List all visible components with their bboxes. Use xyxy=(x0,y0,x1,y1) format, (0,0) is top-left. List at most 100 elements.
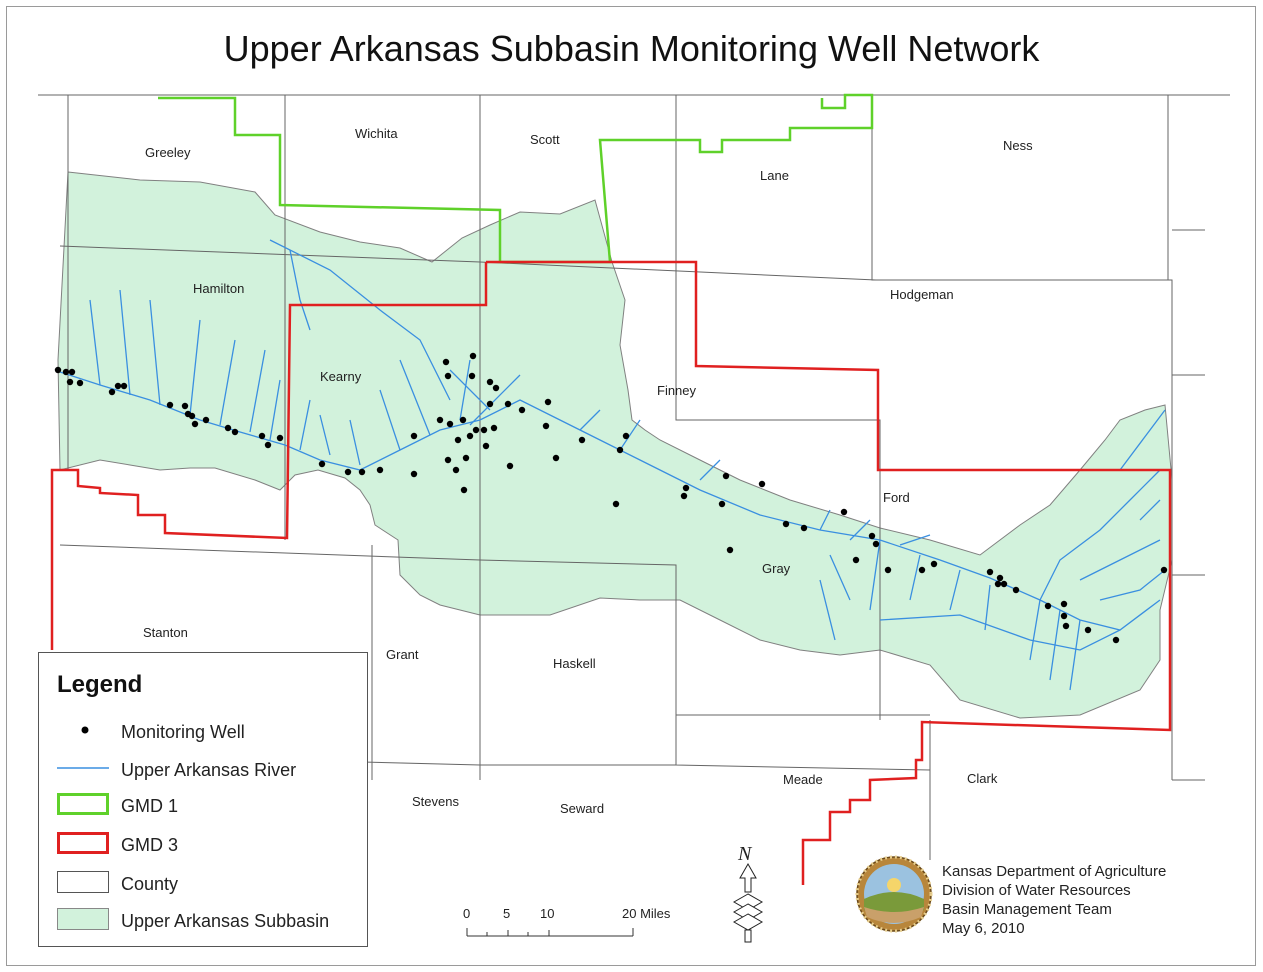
monitoring-well-marker xyxy=(1062,622,1070,630)
legend-row-gmd3: GMD 3 xyxy=(39,832,369,858)
monitoring-well-marker xyxy=(442,358,450,366)
county-label-hodgeman: Hodgeman xyxy=(890,287,954,302)
map-title: Upper Arkansas Subbasin Monitoring Well … xyxy=(223,28,1040,69)
monitoring-well-marker xyxy=(120,382,128,390)
north-label: N xyxy=(737,843,753,865)
credits-block: Kansas Department of Agriculture Divisio… xyxy=(942,862,1166,938)
gmd3-boundary xyxy=(50,260,1172,885)
monitoring-well-marker xyxy=(872,540,880,548)
monitoring-well-marker xyxy=(224,424,232,432)
monitoring-well-marker xyxy=(518,406,526,414)
monitoring-well-marker xyxy=(1084,626,1092,634)
monitoring-well-marker xyxy=(358,468,366,476)
monitoring-well-marker xyxy=(318,460,326,468)
monitoring-well-marker xyxy=(166,401,174,409)
monitoring-well-marker xyxy=(868,532,876,540)
legend-label-county: County xyxy=(121,874,179,894)
county-swatch-icon xyxy=(57,871,109,893)
monitoring-well-marker xyxy=(852,556,860,564)
monitoring-well-marker xyxy=(994,580,1002,588)
county-label-seward: Seward xyxy=(560,801,604,816)
monitoring-well-marker xyxy=(376,466,384,474)
monitoring-well-marker xyxy=(460,486,468,494)
monitoring-well-marker xyxy=(782,520,790,528)
legend-title: Legend xyxy=(57,671,143,698)
scale-tick-0: 0 xyxy=(463,906,470,921)
monitoring-well-marker xyxy=(622,432,630,440)
monitoring-well-marker xyxy=(410,470,418,478)
kda-seal-icon xyxy=(855,855,933,933)
monitoring-well-marker xyxy=(682,484,690,492)
county-label-greeley: Greeley xyxy=(145,145,191,160)
county-label-wichita: Wichita xyxy=(355,126,398,141)
county-label-lane: Lane xyxy=(760,168,789,183)
monitoring-well-marker xyxy=(231,428,239,436)
gmd1-swatch-icon xyxy=(57,793,109,815)
monitoring-well-marker xyxy=(616,446,624,454)
monitoring-well-marker xyxy=(986,568,994,576)
monitoring-well-marker xyxy=(996,574,1004,582)
monitoring-well-marker xyxy=(506,462,514,470)
legend-label-well: Monitoring Well xyxy=(121,722,245,742)
monitoring-well-marker xyxy=(472,426,480,434)
monitoring-well-marker xyxy=(480,426,488,434)
county-label-grant: Grant xyxy=(386,647,419,662)
monitoring-well-marker xyxy=(1012,586,1020,594)
county-label-haskell: Haskell xyxy=(553,656,596,671)
monitoring-well-marker xyxy=(504,400,512,408)
monitoring-well-marker xyxy=(1000,580,1008,588)
monitoring-well-marker xyxy=(191,420,199,428)
monitoring-well-marker xyxy=(486,400,494,408)
monitoring-well-marker xyxy=(918,566,926,574)
upper-arkansas-river xyxy=(59,239,1166,691)
subbasin-swatch-icon xyxy=(57,908,109,930)
monitoring-well-marker xyxy=(54,366,62,374)
monitoring-well-marker xyxy=(1060,612,1068,620)
monitoring-well-marker xyxy=(459,416,467,424)
monitoring-well-marker xyxy=(490,424,498,432)
monitoring-well-marker xyxy=(66,378,74,386)
scale-tick-5: 5 xyxy=(503,906,510,921)
legend-row-subbasin: Upper Arkansas Subbasin xyxy=(39,908,369,934)
legend-row-county: County xyxy=(39,871,369,897)
county-label-stanton: Stanton xyxy=(143,625,188,640)
monitoring-well-marker xyxy=(542,422,550,430)
county-label-scott: Scott xyxy=(530,132,560,147)
monitoring-well-marker xyxy=(469,352,477,360)
monitoring-well-marker xyxy=(258,432,266,440)
monitoring-well-marker xyxy=(1112,636,1120,644)
credit-line-4: May 6, 2010 xyxy=(942,920,1025,937)
monitoring-well-marker xyxy=(680,492,688,500)
monitoring-well-marker xyxy=(264,441,272,449)
monitoring-well-marker xyxy=(108,388,116,396)
monitoring-well-marker xyxy=(444,456,452,464)
upper-arkansas-subbasin xyxy=(57,171,1173,719)
monitoring-well-marker xyxy=(444,372,452,380)
legend-label-subbasin: Upper Arkansas Subbasin xyxy=(121,911,330,931)
county-label-clark: Clark xyxy=(967,771,998,786)
river-line-icon xyxy=(57,767,109,769)
monitoring-wells xyxy=(54,352,1168,644)
monitoring-well-marker xyxy=(344,468,352,476)
monitoring-well-marker xyxy=(544,398,552,406)
monitoring-well-marker xyxy=(884,566,892,574)
north-arrow-icon: N xyxy=(732,843,764,943)
monitoring-well-marker xyxy=(578,436,586,444)
monitoring-well-marker xyxy=(468,372,476,380)
monitoring-well-marker xyxy=(446,420,454,428)
monitoring-well-marker xyxy=(482,442,490,450)
monitoring-well-marker xyxy=(62,368,70,376)
monitoring-well-marker xyxy=(1044,602,1052,610)
monitoring-well-marker xyxy=(68,368,76,376)
credit-line-1: Kansas Department of Agriculture xyxy=(942,863,1167,880)
monitoring-well-marker xyxy=(800,524,808,532)
monitoring-well-marker xyxy=(181,402,189,410)
county-label-meade: Meade xyxy=(783,772,823,787)
monitoring-well-marker xyxy=(486,378,494,386)
county-label-ford: Ford xyxy=(883,490,910,505)
monitoring-well-marker xyxy=(114,382,122,390)
monitoring-well-marker xyxy=(410,432,418,440)
monitoring-well-marker xyxy=(758,480,766,488)
legend-label-river: Upper Arkansas River xyxy=(121,760,297,780)
county-label-hamilton: Hamilton xyxy=(193,281,244,296)
